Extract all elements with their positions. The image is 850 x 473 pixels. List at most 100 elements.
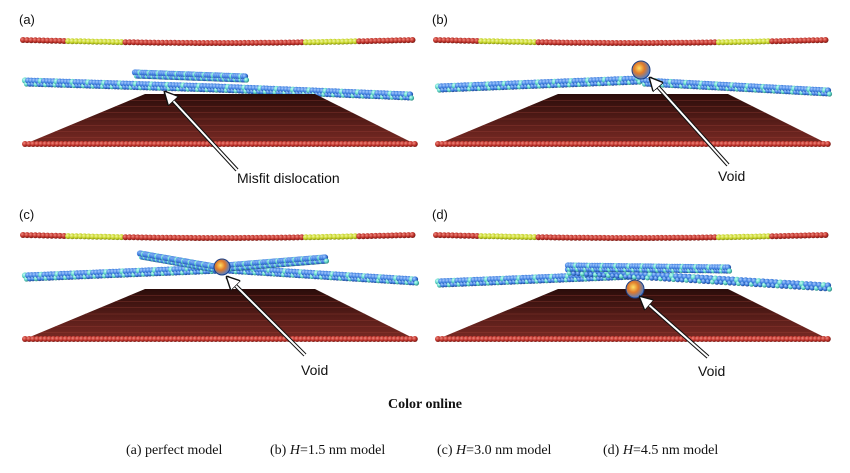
- atom: [314, 141, 321, 147]
- atom: [560, 234, 567, 241]
- atom: [167, 234, 174, 241]
- atom: [233, 141, 240, 147]
- atom: [588, 39, 595, 46]
- atom: [298, 39, 305, 46]
- atom: [658, 141, 665, 147]
- atom: [249, 39, 256, 46]
- atom: [159, 39, 166, 46]
- atom: [126, 39, 133, 46]
- atom: [261, 141, 268, 147]
- atom: [281, 141, 288, 147]
- atom: [463, 336, 470, 342]
- atom: [678, 141, 685, 147]
- atom: [765, 38, 772, 45]
- atom: [225, 141, 231, 147]
- caption-b: (b) H=1.5 nm model: [270, 443, 385, 459]
- atom: [196, 235, 203, 241]
- caption-a: (a) perfect model: [126, 443, 222, 459]
- atom: [175, 39, 182, 46]
- atom: [42, 141, 49, 147]
- caption-rest: =3.0 nm model: [466, 443, 552, 458]
- atom: [552, 336, 559, 342]
- atom: [229, 235, 236, 241]
- panel-label: (a): [19, 12, 35, 27]
- atom: [352, 233, 359, 240]
- atom: [266, 234, 272, 241]
- atom: [666, 336, 673, 342]
- atom: [131, 336, 138, 342]
- atom: [265, 141, 272, 147]
- atom: [486, 38, 493, 45]
- atom: [192, 235, 199, 241]
- atom: [597, 336, 604, 342]
- atom: [383, 141, 390, 147]
- atom: [147, 39, 154, 46]
- atom: [629, 235, 636, 241]
- caption-d: (d) H=4.5 nm model: [603, 443, 718, 459]
- atom: [642, 235, 649, 241]
- atom: [536, 336, 543, 342]
- atom: [617, 336, 624, 342]
- atom: [740, 233, 747, 240]
- atom: [138, 234, 145, 241]
- atom: [711, 234, 718, 241]
- atom: [200, 40, 207, 46]
- panel-label: (b): [432, 12, 448, 27]
- atom: [617, 141, 624, 147]
- atom: [103, 336, 110, 342]
- atom: [403, 336, 410, 342]
- atom: [322, 336, 329, 342]
- atom: [670, 39, 677, 46]
- panel-a: (a) Misfit dislocation: [19, 12, 418, 186]
- atom: [633, 336, 640, 342]
- atom: [212, 40, 219, 46]
- atom: [788, 141, 795, 147]
- atom: [556, 336, 563, 342]
- atom: [354, 336, 361, 342]
- atom: [42, 336, 49, 342]
- atom: [776, 141, 782, 147]
- atom: [510, 38, 517, 45]
- atom: [99, 336, 106, 342]
- atom: [62, 141, 69, 147]
- atom: [597, 234, 603, 241]
- atom: [241, 336, 248, 342]
- atom: [585, 141, 592, 147]
- atom: [646, 336, 653, 342]
- atom: [367, 336, 374, 342]
- atom: [755, 141, 762, 147]
- atom: [638, 336, 644, 342]
- atom: [504, 336, 510, 342]
- atom: [138, 39, 145, 46]
- atom: [225, 235, 231, 241]
- atom: [556, 141, 563, 147]
- substrate-plane: [435, 94, 831, 147]
- atom: [683, 39, 690, 46]
- atom: [539, 234, 546, 241]
- atom: [208, 235, 215, 241]
- atom: [354, 141, 361, 147]
- callout-label: Void: [718, 168, 745, 184]
- atom: [727, 141, 734, 147]
- atom: [160, 336, 166, 342]
- atom: [212, 235, 219, 241]
- atom: [577, 141, 584, 147]
- atom: [175, 234, 182, 241]
- callout-arrow-inner: [227, 277, 306, 356]
- atom: [70, 336, 77, 342]
- panel-c: (c) Void: [19, 207, 420, 378]
- top-atom-slab: [20, 37, 416, 46]
- atom: [471, 141, 478, 147]
- atom: [245, 141, 252, 147]
- atom: [73, 233, 80, 240]
- atom: [719, 336, 726, 342]
- void-cluster: [631, 60, 651, 80]
- atom: [585, 336, 592, 342]
- atom: [691, 234, 698, 241]
- atom: [698, 336, 705, 342]
- atom: [597, 39, 603, 46]
- atom: [253, 141, 260, 147]
- atom: [580, 234, 587, 241]
- substrate-plane: [22, 289, 418, 342]
- atom: [139, 141, 146, 147]
